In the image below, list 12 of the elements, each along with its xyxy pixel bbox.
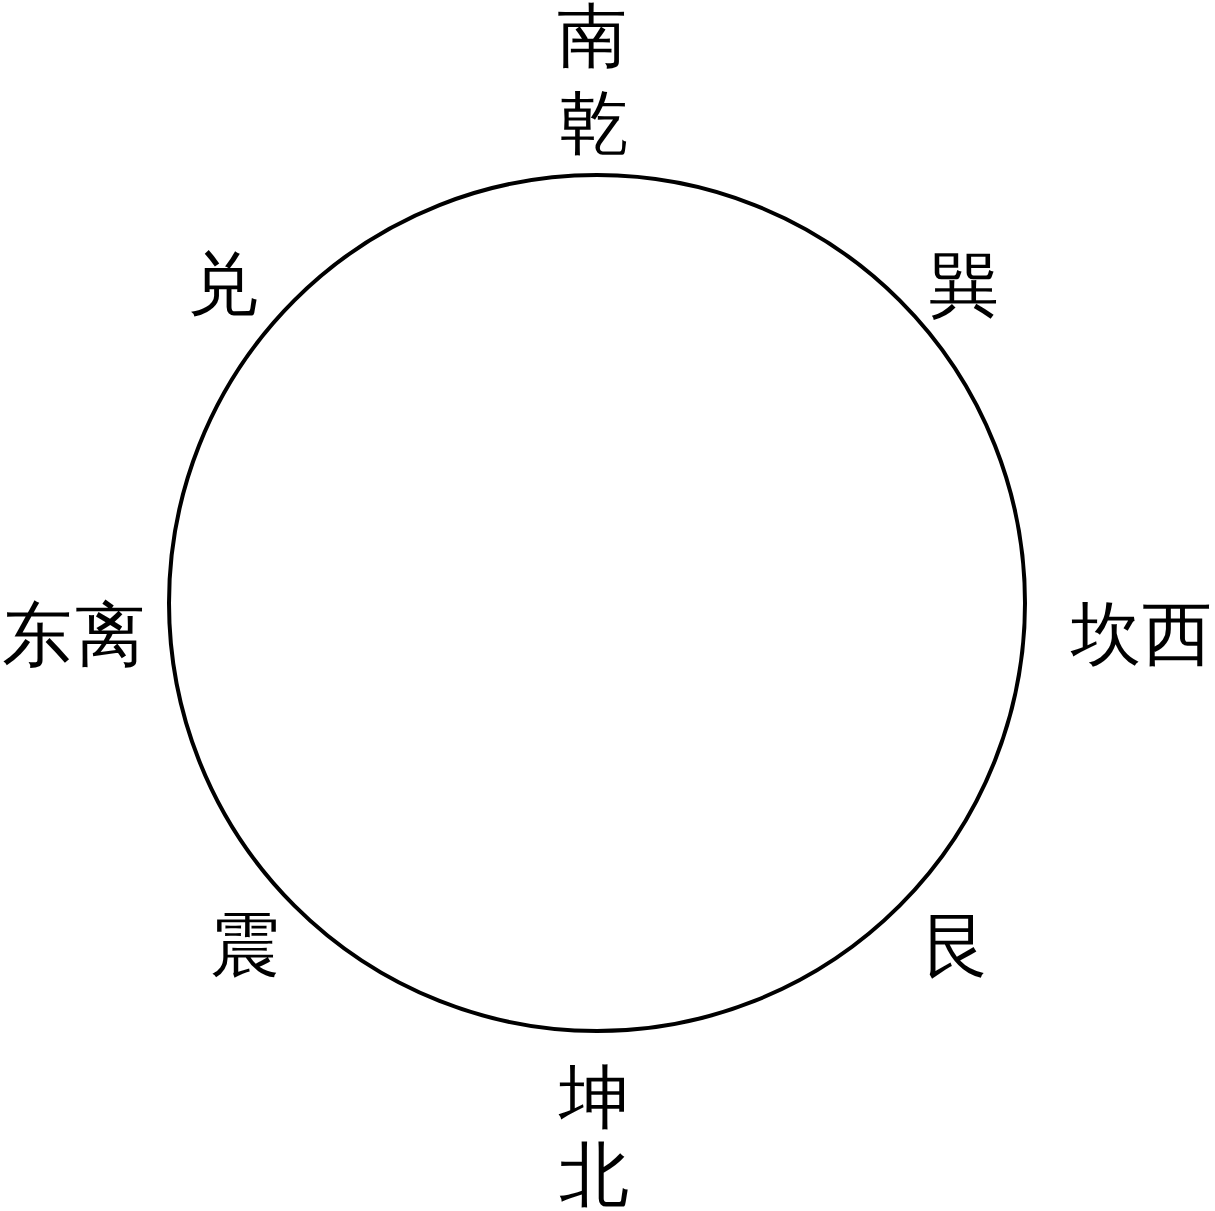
direction-label: 南 [557, 1, 627, 71]
trigram-label: 坤 [559, 1062, 629, 1132]
direction-label: 西 [1142, 599, 1212, 669]
trigram-label: 离 [75, 600, 145, 670]
direction-label: 北 [559, 1140, 629, 1210]
trigram-label: 巽 [929, 250, 999, 320]
trigram-label: 坎 [1071, 599, 1141, 669]
trigram-label: 乾 [559, 88, 629, 158]
trigram-label: 震 [210, 910, 280, 980]
trigram-label: 艮 [922, 911, 992, 981]
direction-label: 东 [2, 600, 72, 670]
trigram-label: 兑 [188, 249, 258, 319]
